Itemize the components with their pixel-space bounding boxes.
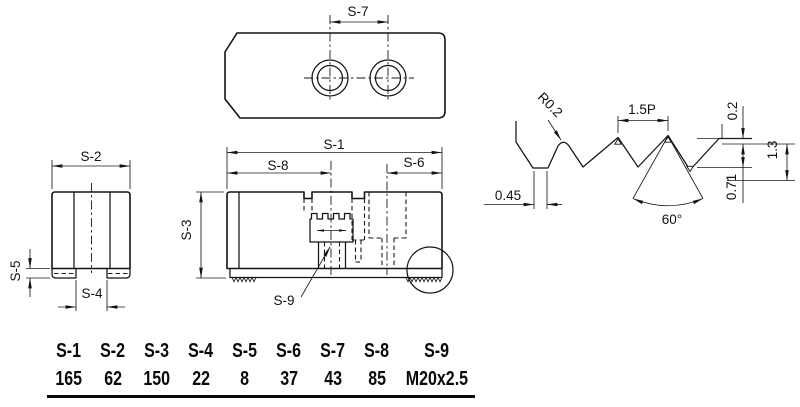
thread-profile-polyline (515, 121, 752, 171)
front-view-body-outline (226, 191, 443, 270)
crest-mark-1 (613, 138, 623, 145)
table-column-s4: S-4 22 (179, 340, 223, 392)
pitch-dimension-label: 1.5P (628, 102, 656, 117)
table-value: 150 (143, 368, 171, 390)
table-header: S-5 (232, 340, 258, 362)
table-column-s6: S-6 37 (267, 340, 311, 392)
root-flat-label: 0.45 (495, 188, 521, 203)
detail-circle (406, 246, 454, 294)
flank-label: 0.71 (724, 174, 739, 200)
table-underline (47, 395, 475, 398)
side-view-right-serration-strip (106, 268, 131, 279)
table-value: M20x2.5 (405, 368, 469, 390)
table-column-s2: S-2 62 (91, 340, 135, 392)
table-header: S-8 (364, 340, 390, 362)
table-value: 37 (280, 368, 298, 390)
table-value: 62 (104, 368, 122, 390)
top-view-plate-outline (224, 32, 446, 119)
root-mark (685, 165, 695, 173)
top-view: S-7 (224, 4, 446, 119)
front-view: S-1 S-8 S-6 S-3 S-9 (179, 137, 454, 308)
table-value: 85 (368, 368, 386, 390)
table-header: S-3 (144, 340, 170, 362)
table-value: 165 (55, 368, 83, 390)
s1-dimension-label: S-1 (323, 137, 344, 152)
s9-leader-line (300, 246, 331, 298)
table-header: S-6 (276, 340, 302, 362)
thread-profile-detail: 60° R0.2 1.5P 0.45 0.2 0.71 1.3 (484, 89, 795, 227)
table-header: S-4 (188, 340, 214, 362)
crest-radius-label: R0.2 (535, 89, 566, 120)
table-column-s9: S-9 M20x2.5 (399, 340, 475, 392)
table-header: S-1 (56, 340, 82, 362)
table-column-s1: S-1 165 (47, 340, 91, 392)
crest-flat-label: 0.2 (725, 102, 740, 121)
flank-angle-arc (632, 198, 704, 207)
serration-teeth-right (405, 276, 443, 283)
side-view-left-serration-strip (51, 268, 77, 279)
table-column-s7: S-7 43 (311, 340, 355, 392)
s8-dimension-label: S-8 (267, 158, 288, 173)
s6-dimension-label: S-6 (403, 155, 424, 170)
table-value: 8 (240, 368, 250, 390)
table-value: 22 (192, 368, 210, 390)
side-view-body-outline (51, 191, 131, 270)
hidden-slot-b (368, 192, 407, 269)
front-view-serration-strip (229, 268, 443, 279)
tnut-castellated-outline (309, 212, 354, 243)
table-header: S-2 (100, 340, 126, 362)
hidden-slot-a (351, 198, 366, 263)
s2-dimension-label: S-2 (80, 149, 101, 164)
depth-label: 1.3 (765, 141, 780, 160)
s3-dimension-label: S-3 (179, 219, 194, 240)
dimension-table: S-1 165 S-2 62 S-3 150 S-4 22 S-5 8 S-6 … (47, 340, 475, 392)
s5-dimension-label: S-5 (8, 260, 23, 281)
s4-dimension-label: S-4 (81, 286, 103, 301)
table-column-s8: S-8 85 (355, 340, 399, 392)
table-column-s3: S-3 150 (135, 340, 179, 392)
table-header: S-7 (320, 340, 346, 362)
serration-teeth-left (231, 276, 257, 283)
flank-angle-left-leg (632, 135, 669, 199)
side-view: S-2 S-5 S-4 (8, 149, 131, 311)
crest-radius-leader (547, 119, 562, 141)
flank-angle-right-leg (667, 135, 704, 199)
s7-dimension-label: S-7 (347, 4, 368, 19)
table-value: 43 (324, 368, 342, 390)
s9-dimension-label: S-9 (273, 293, 294, 308)
table-column-s5: S-5 8 (223, 340, 267, 392)
table-header: S-9 (424, 340, 450, 362)
flank-angle-label: 60° (662, 212, 682, 227)
